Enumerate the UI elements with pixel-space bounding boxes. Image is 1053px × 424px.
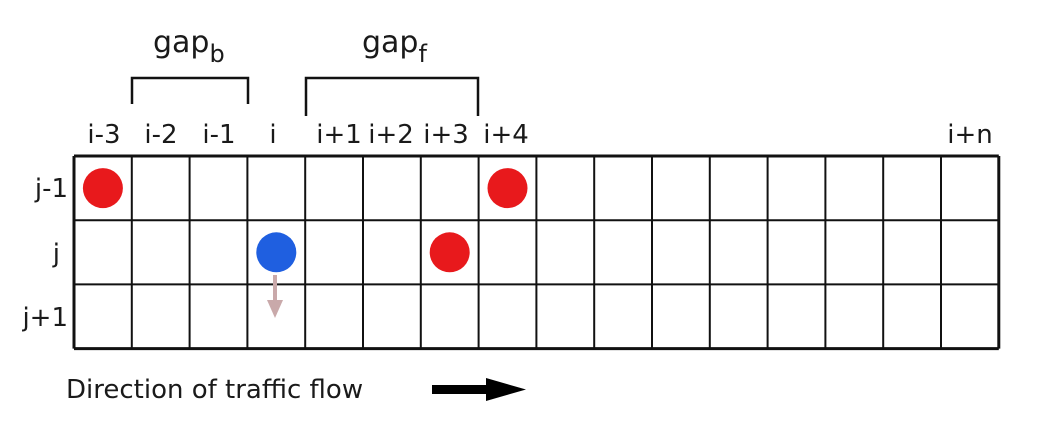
gap-front-bracket — [304, 76, 480, 116]
flow-arrow-icon — [432, 378, 526, 401]
gap-back-label: gapb — [153, 25, 225, 68]
column-label: i-2 — [144, 120, 177, 150]
other-vehicle — [429, 232, 470, 273]
column-label: i+3 — [423, 120, 469, 150]
row-labels: j-1 j j+1 — [21, 174, 68, 333]
column-label: i-3 — [87, 120, 120, 150]
vehicles — [82, 168, 528, 273]
column-label: i — [269, 120, 276, 150]
row-label: j+1 — [21, 303, 68, 333]
column-label: i+2 — [368, 120, 414, 150]
gap-front-label: gapf — [362, 25, 427, 68]
column-labels: i-3 i-2 i-1 i i+1 i+2 i+3 i+4 i+n — [87, 120, 992, 150]
gap-back-subscript: b — [209, 40, 224, 68]
column-label: i+1 — [316, 120, 362, 150]
gap-front-base: gap — [362, 25, 418, 60]
column-label: i+4 — [483, 120, 529, 150]
flow-label: Direction of traffic flow — [66, 375, 363, 405]
column-label: i-1 — [202, 120, 235, 150]
gap-back-bracket — [130, 76, 250, 104]
road-grid — [72, 154, 1001, 351]
column-label: i+n — [947, 120, 993, 150]
lane-change-arrow — [267, 275, 283, 318]
other-vehicle — [82, 168, 123, 209]
row-label: j-1 — [34, 174, 68, 204]
gap-back-base: gap — [153, 25, 209, 60]
row-label: j — [52, 239, 60, 269]
other-vehicle — [487, 168, 528, 209]
subject-vehicle — [256, 232, 297, 273]
gap-front-subscript: f — [418, 40, 427, 68]
